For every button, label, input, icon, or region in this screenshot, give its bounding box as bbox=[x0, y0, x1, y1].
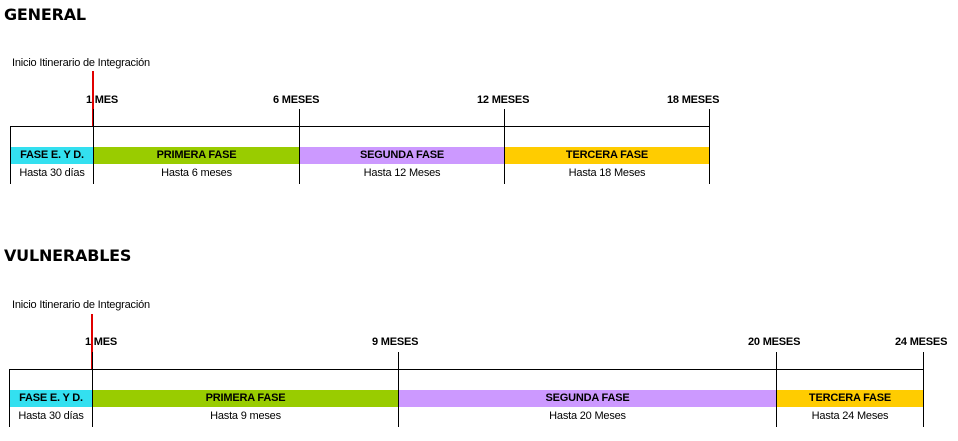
general-divider-2 bbox=[299, 109, 300, 184]
general-phase-segunda: SEGUNDA FASE bbox=[300, 147, 504, 164]
general-tick-2: 6 MESES bbox=[273, 94, 320, 106]
general-tick-3: 12 MESES bbox=[477, 94, 530, 106]
vulnerables-divider-2 bbox=[398, 352, 399, 427]
vulnerables-phase-segunda-sub: Hasta 20 Meses bbox=[549, 410, 626, 422]
vulnerables-tick-1: 1 MES bbox=[85, 336, 118, 348]
vulnerables-phase-tercera: TERCERA FASE bbox=[777, 390, 923, 407]
general-phase-tercera: TERCERA FASE bbox=[505, 147, 709, 164]
vulnerables-phase-segunda: SEGUNDA FASE bbox=[399, 390, 776, 407]
general-phase-primera-sub: Hasta 6 meses bbox=[161, 167, 232, 179]
vulnerables-phase-eyd: FASE E. Y D. bbox=[10, 390, 92, 407]
general-phase-eyd: FASE E. Y D. bbox=[11, 147, 93, 164]
general-divider-3 bbox=[504, 109, 505, 184]
vulnerables-divider-4 bbox=[923, 352, 924, 427]
vulnerables-phase-eyd-sub: Hasta 30 días bbox=[18, 410, 84, 422]
general-start-label: Inicio Itinerario de Integración bbox=[12, 57, 150, 69]
vulnerables-tick-3: 20 MESES bbox=[748, 336, 801, 348]
general-divider-1 bbox=[93, 109, 94, 184]
general-phase-eyd-sub: Hasta 30 días bbox=[19, 167, 85, 179]
vulnerables-divider-3 bbox=[776, 352, 777, 427]
vulnerables-tick-2: 9 MESES bbox=[372, 336, 419, 348]
vulnerables-start-label: Inicio Itinerario de Integración bbox=[12, 299, 150, 311]
general-start-marker bbox=[92, 71, 94, 127]
vulnerables-divider-0 bbox=[9, 369, 10, 427]
vulnerables-phase-primera: PRIMERA FASE bbox=[93, 390, 398, 407]
general-tick-1: 1 MES bbox=[86, 94, 119, 106]
general-divider-0 bbox=[10, 126, 11, 184]
vulnerables-divider-1 bbox=[92, 352, 93, 427]
general-phase-segunda-sub: Hasta 12 Meses bbox=[363, 167, 441, 179]
general-tick-4: 18 MESES bbox=[667, 94, 720, 106]
vulnerables-start-marker bbox=[91, 314, 93, 369]
vulnerables-phase-tercera-sub: Hasta 24 Meses bbox=[811, 410, 889, 422]
general-phase-primera: PRIMERA FASE bbox=[94, 147, 299, 164]
vulnerables-title: VULNERABLES bbox=[4, 246, 132, 265]
general-timeline-top bbox=[10, 126, 710, 127]
vulnerables-tick-4: 24 MESES bbox=[895, 336, 948, 348]
vulnerables-phase-primera-sub: Hasta 9 meses bbox=[210, 410, 281, 422]
general-title: GENERAL bbox=[4, 5, 86, 24]
general-divider-4 bbox=[709, 109, 710, 184]
vulnerables-timeline-top bbox=[9, 369, 924, 370]
general-phase-tercera-sub: Hasta 18 Meses bbox=[568, 167, 646, 179]
